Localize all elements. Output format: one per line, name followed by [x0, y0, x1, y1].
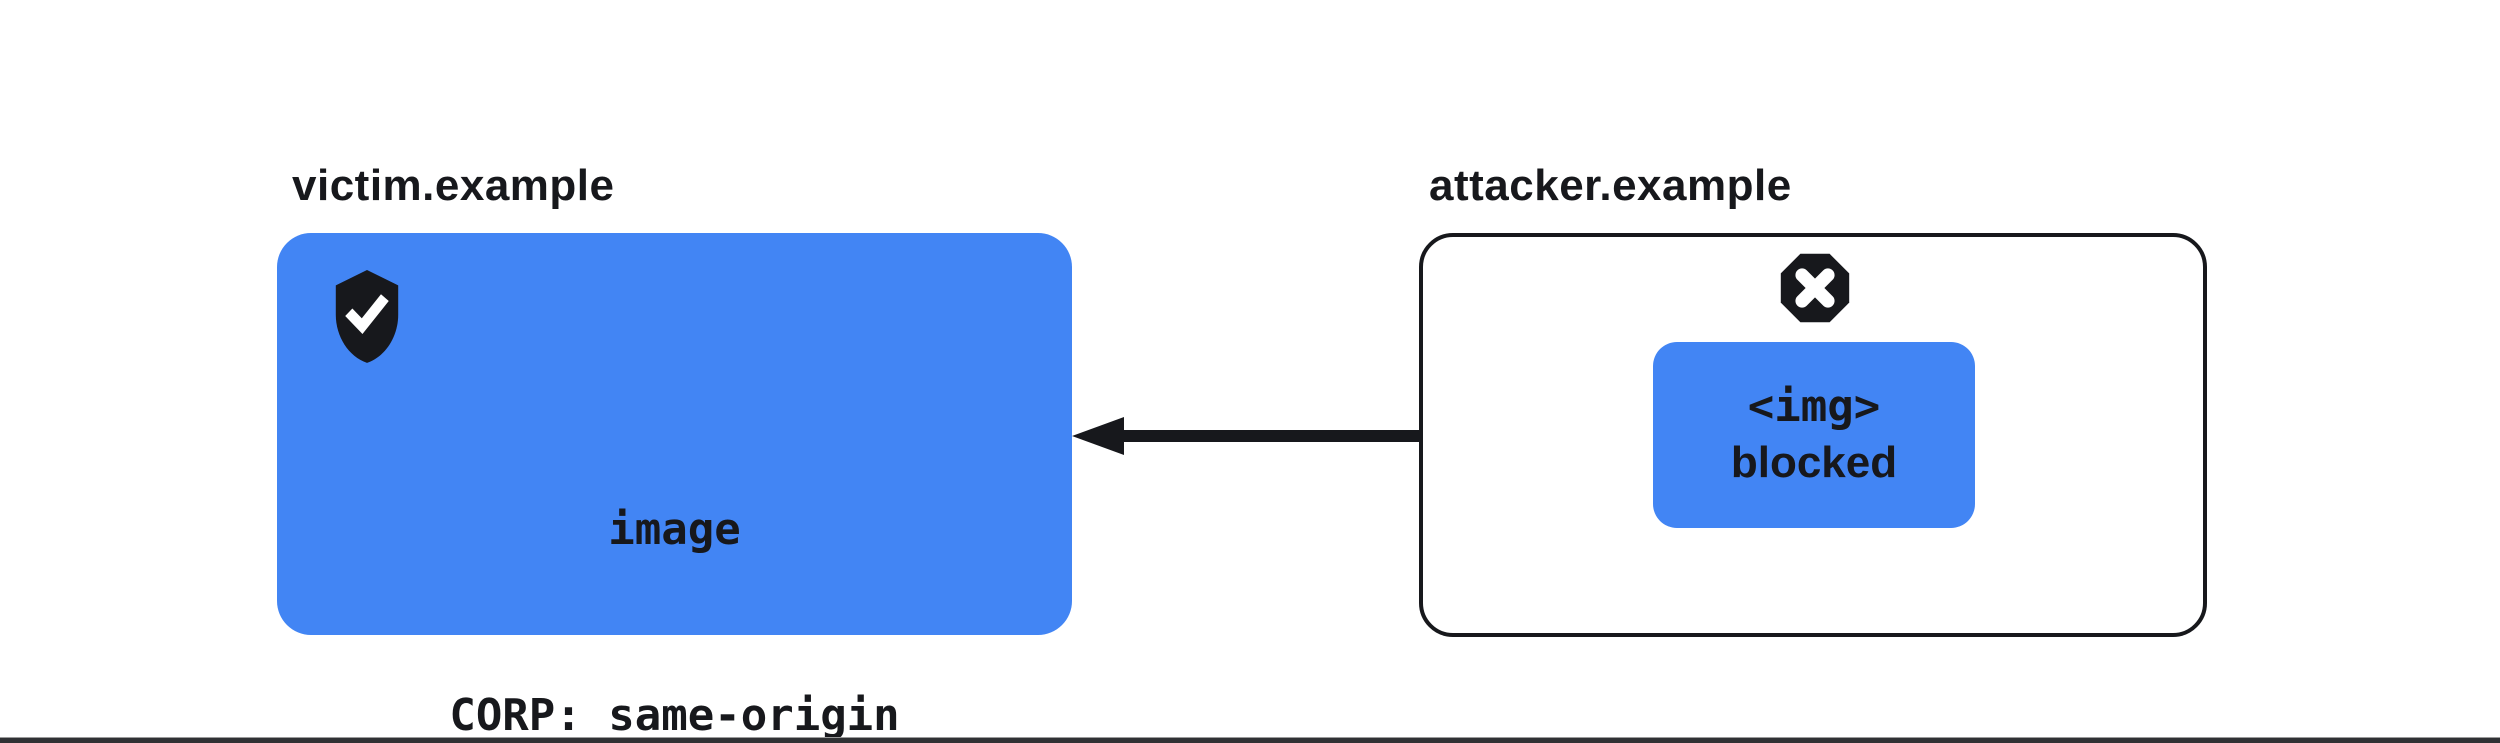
shield-check-icon — [335, 270, 399, 363]
victim-resource-text: image CORP: same-origin — [277, 375, 1072, 743]
victim-resource-box: image CORP: same-origin — [277, 233, 1072, 741]
img-blocked-box: <img> blocked — [1653, 342, 1975, 528]
attacker-page-box: <img> blocked — [1419, 233, 2207, 637]
bottom-divider — [0, 737, 2500, 743]
resource-name-line: image — [608, 504, 741, 555]
blocked-x-octagon-icon — [1780, 253, 1850, 323]
attacker-domain-label: attacker.example — [1429, 161, 1792, 210]
blocked-status-line: blocked — [1730, 438, 1898, 487]
victim-domain-label: victim.example — [292, 161, 615, 210]
resource-policy-line: CORP: same-origin — [449, 690, 900, 741]
img-tag-line: <img> — [1747, 381, 1881, 432]
